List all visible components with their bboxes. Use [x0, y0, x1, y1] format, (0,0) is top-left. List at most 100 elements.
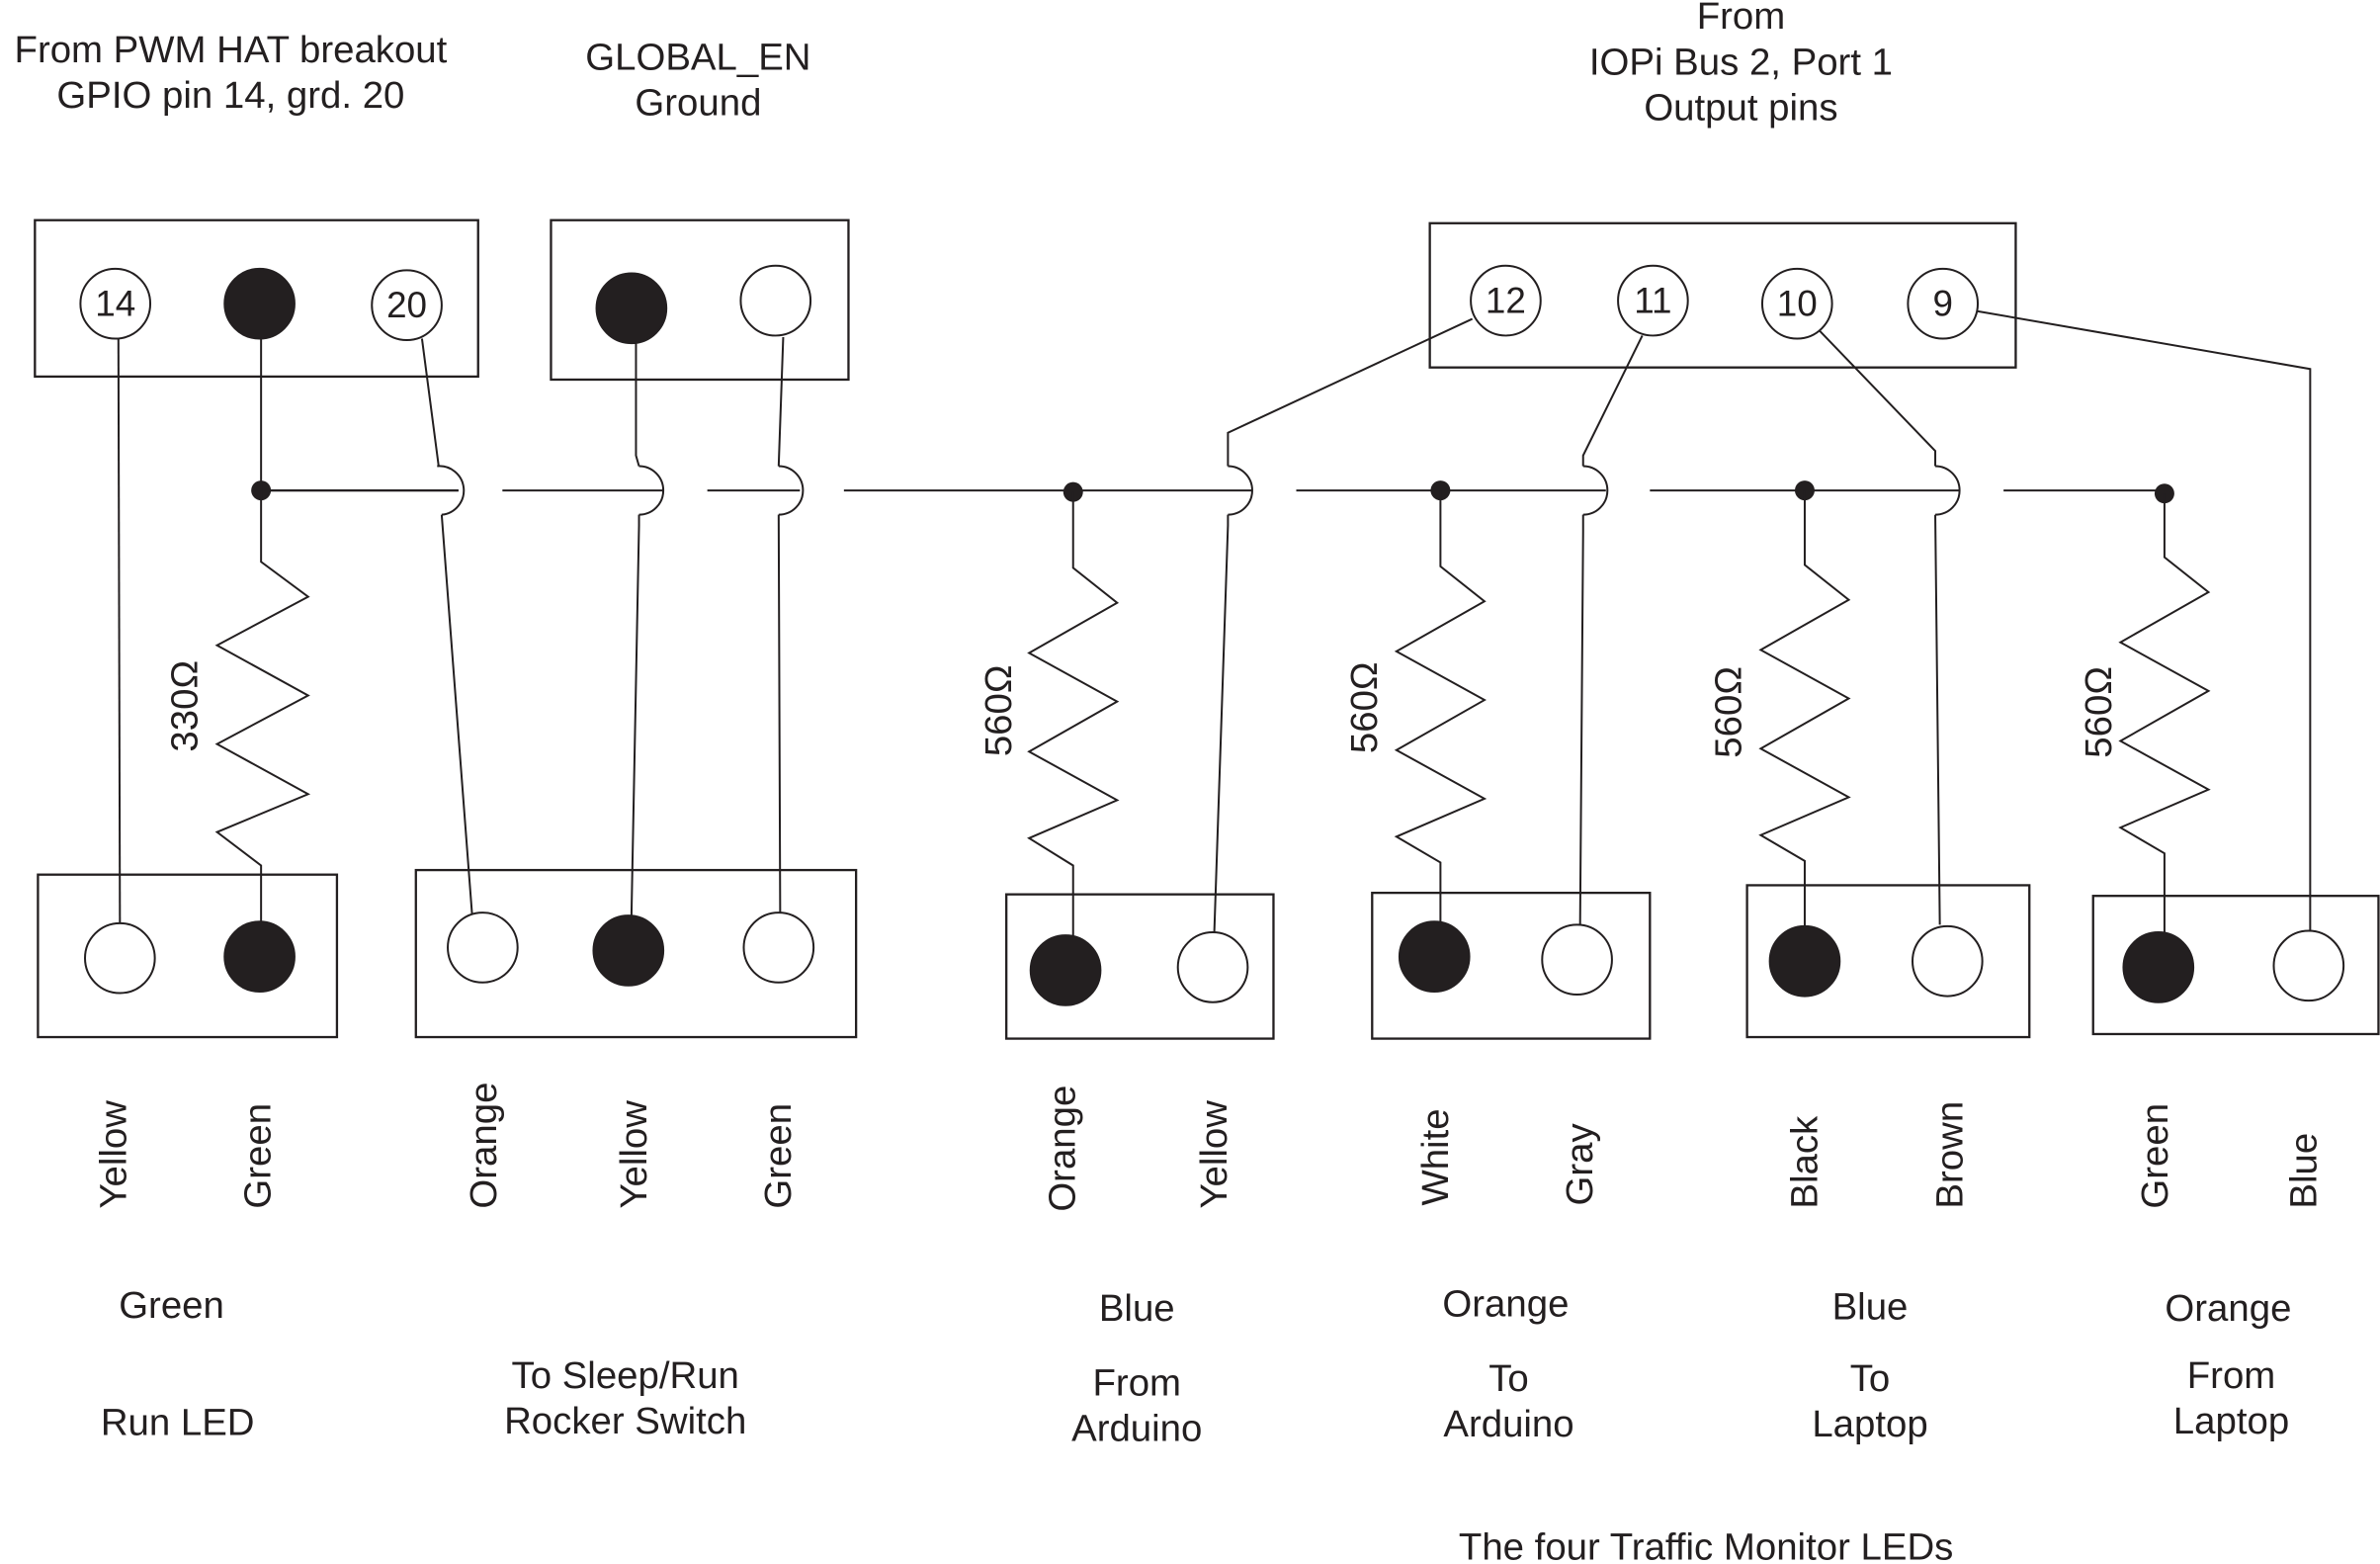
from-laptop-green-pin: [2122, 931, 2195, 1003]
svg-text:From: From: [1092, 1362, 1181, 1405]
svg-text:Orange: Orange: [2165, 1287, 2291, 1330]
wire-color-label: Green: [757, 1103, 800, 1209]
wire-brown-to-laptop: [1818, 328, 1941, 925]
junction-dots: [251, 480, 2174, 504]
pin-11: [1617, 264, 1689, 337]
resistor-labels: 330Ω 560Ω 560Ω 560Ω 560Ω: [164, 660, 2121, 758]
to-arduino-gray-pin: [1541, 923, 1613, 997]
global-en-pins: [595, 264, 812, 345]
iopi-pins: 12 11 10 9: [1470, 264, 1980, 340]
iopi-label: From IOPi Bus 2, Port 1 Output pins: [1589, 0, 1893, 129]
wires: [117, 309, 2312, 933]
svg-text:20: 20: [386, 285, 427, 325]
group-rocker-switch: To Sleep/Run Rocker Switch: [504, 1354, 746, 1442]
svg-text:To: To: [1488, 1357, 1529, 1400]
svg-text:Laptop: Laptop: [1812, 1403, 1927, 1445]
pin-20: [371, 269, 443, 342]
wire-color-label: Yellow: [1193, 1100, 1235, 1209]
wire-yellow-from-arduino: [1213, 317, 1474, 933]
svg-text:11: 11: [1634, 280, 1671, 320]
from-laptop-blue-pin: [2272, 929, 2345, 1002]
pwm-hat-label: From PWM HAT breakout GPIO pin 14, grd. …: [15, 29, 448, 117]
svg-text:12: 12: [1486, 280, 1526, 320]
group-to-arduino: Orange To Arduino: [1442, 1283, 1573, 1445]
svg-text:10: 10: [1777, 283, 1818, 323]
rocker-orange-pin: [447, 912, 519, 984]
wire-green-rocker: [777, 336, 785, 914]
wire-color-labels: Yellow Green Orange Yellow Green Orange …: [92, 1083, 2325, 1212]
svg-text:Blue: Blue: [1832, 1286, 1909, 1329]
svg-text:Orange: Orange: [1442, 1283, 1569, 1326]
svg-text:Run LED: Run LED: [101, 1401, 255, 1443]
svg-text:From PWM HAT breakout: From PWM HAT breakout: [15, 29, 448, 71]
wire-color-label: Orange: [463, 1083, 505, 1209]
resistor-label: 560Ω: [978, 664, 1020, 756]
hop-arcs: [437, 465, 1961, 516]
resistor-560-from-arduino: [1027, 491, 1120, 937]
svg-text:Green: Green: [119, 1284, 224, 1327]
pin-9: [1907, 267, 1980, 340]
svg-text:Arduino: Arduino: [1071, 1408, 1202, 1450]
resistor-560-from-laptop: [2118, 493, 2211, 933]
svg-text:To: To: [1850, 1357, 1891, 1400]
resistor-label: 560Ω: [1343, 661, 1386, 753]
svg-text:14: 14: [95, 283, 135, 323]
bottom-pins: [84, 912, 2345, 1006]
pin-14: [79, 267, 152, 340]
svg-text:From: From: [1697, 0, 1786, 38]
resistors: [214, 490, 2211, 937]
wire-color-label: Green: [2134, 1103, 2176, 1209]
wire-gray-to-arduino: [1578, 334, 1644, 926]
group-to-laptop: Blue To Laptop: [1812, 1286, 1927, 1445]
svg-text:GLOBAL_EN: GLOBAL_EN: [585, 37, 810, 79]
svg-text:Laptop: Laptop: [2173, 1400, 2289, 1442]
wire-yellow-run-led: [117, 336, 122, 923]
from-arduino-yellow-pin: [1176, 931, 1249, 1003]
svg-text:GPIO pin 14, grd. 20: GPIO pin 14, grd. 20: [56, 74, 404, 117]
pin-12: [1470, 264, 1542, 337]
wire-color-label: Black: [1783, 1115, 1826, 1209]
resistor-560-to-arduino: [1394, 490, 1488, 925]
wire-color-label: Blue: [2283, 1133, 2326, 1209]
group-from-laptop: Orange From Laptop: [2165, 1287, 2291, 1442]
group-from-arduino: Blue From Arduino: [1071, 1287, 1202, 1449]
pin-10: [1760, 267, 1833, 340]
svg-text:To Sleep/Run: To Sleep/Run: [512, 1354, 739, 1397]
svg-text:Blue: Blue: [1099, 1287, 1175, 1330]
to-laptop-brown-pin: [1912, 924, 1984, 998]
wire-blue-from-laptop: [1977, 309, 2312, 933]
from-arduino-orange-pin: [1029, 934, 1102, 1006]
wire-color-label: Yellow: [92, 1100, 134, 1209]
run-led-yellow-pin: [84, 921, 156, 995]
global-en-open-pin: [739, 264, 812, 337]
wire-color-label: Yellow: [613, 1100, 655, 1209]
wire-color-label: White: [1414, 1108, 1457, 1205]
svg-text:From: From: [2187, 1354, 2276, 1397]
hat-ground-pin: [223, 267, 296, 340]
wire-color-label: Orange: [1041, 1086, 1083, 1212]
resistor-560-to-laptop: [1758, 490, 1851, 929]
resistor-label: 560Ω: [1707, 666, 1749, 758]
global-en-filled-pin: [595, 272, 668, 345]
resistor-label: 560Ω: [2078, 666, 2120, 758]
wire-color-label: Brown: [1929, 1101, 1972, 1209]
pwm-hat-pins: 14 20: [79, 267, 443, 342]
to-laptop-black-pin: [1768, 924, 1841, 998]
global-en-label: GLOBAL_EN Ground: [585, 37, 810, 125]
wire-color-label: Gray: [1559, 1123, 1601, 1206]
rocker-yellow-pin: [592, 914, 665, 987]
svg-text:Output pins: Output pins: [1644, 86, 1837, 129]
resistor-label: 330Ω: [164, 660, 207, 752]
wire-orange-rocker: [420, 338, 473, 914]
run-led-green-pin: [223, 920, 296, 993]
svg-text:Ground: Ground: [635, 82, 761, 125]
resistor-330: [214, 490, 311, 923]
footer-caption: The four Traffic Monitor LEDs: [1459, 1525, 1953, 1564]
group-run-led: Green Run LED: [101, 1284, 255, 1443]
wire-color-label: Green: [236, 1103, 279, 1209]
svg-text:Rocker Switch: Rocker Switch: [504, 1400, 746, 1442]
to-arduino-white-pin: [1398, 920, 1471, 993]
svg-text:IOPi Bus 2, Port 1: IOPi Bus 2, Port 1: [1589, 41, 1893, 83]
svg-text:Arduino: Arduino: [1443, 1403, 1573, 1445]
